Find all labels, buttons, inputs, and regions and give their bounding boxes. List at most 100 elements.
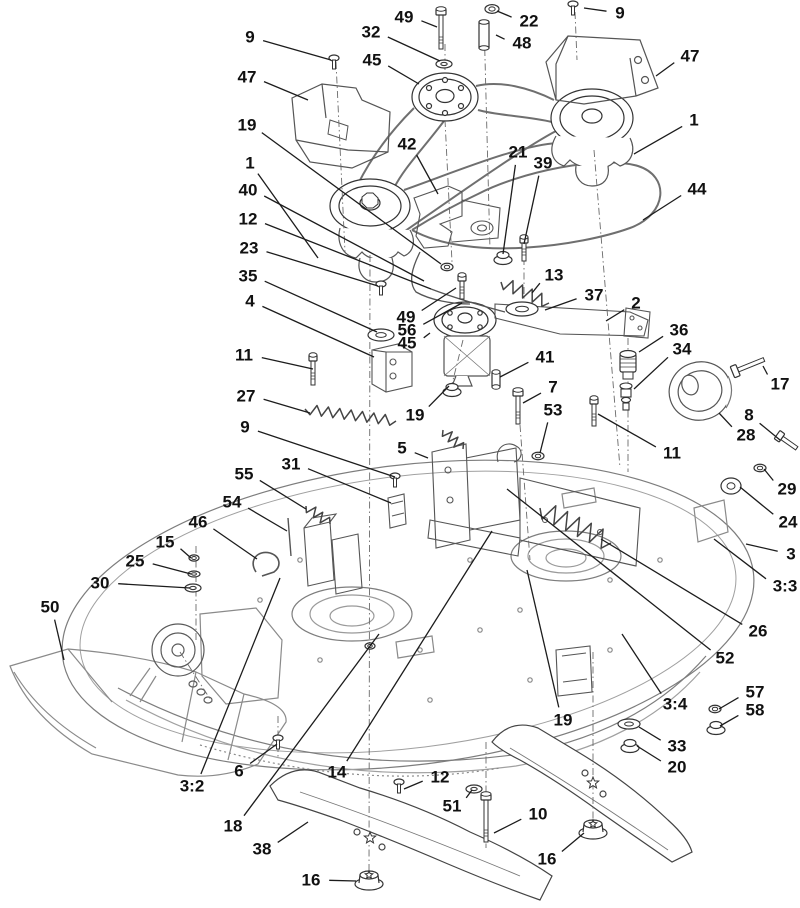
callout-label-3: 3 <box>786 545 795 564</box>
callout-label-41: 41 <box>536 348 555 367</box>
deck-bolt-holes <box>257 557 663 703</box>
callout-label-16: 16 <box>302 871 321 890</box>
brake-rod <box>410 251 506 313</box>
callout-leader-6 <box>249 743 278 765</box>
callout-label-30: 30 <box>91 574 110 593</box>
callout-label-2: 2 <box>631 294 640 313</box>
belt-guard-left <box>291 83 391 169</box>
bracket-4 <box>371 343 413 393</box>
callout-label-52: 52 <box>716 649 735 668</box>
callout-leader-31 <box>307 468 392 504</box>
callout-leader-13 <box>531 282 541 294</box>
callout-leader-30 <box>118 583 191 589</box>
callout-label-34: 34 <box>673 340 692 359</box>
callout-label-18: 18 <box>224 817 243 836</box>
callout-label-8: 8 <box>744 406 753 425</box>
callout-leader-16 <box>561 832 585 852</box>
callout-leader-49 <box>421 287 457 312</box>
callout-leader-41 <box>499 361 529 378</box>
discharge-chute <box>9 648 287 777</box>
callout-leader-29 <box>763 468 774 481</box>
callout-label-32: 32 <box>362 23 381 42</box>
callout-leader-3:3 <box>713 538 767 580</box>
callout-leader-2 <box>605 309 625 322</box>
callout-label-15: 15 <box>156 533 175 552</box>
callout-label-7: 7 <box>548 378 557 397</box>
callout-label-51: 51 <box>443 797 462 816</box>
callout-leader-28 <box>718 412 733 428</box>
callout-leader-16 <box>329 879 357 882</box>
callout-leader-42 <box>416 154 439 195</box>
callout-label-55: 55 <box>235 465 254 484</box>
callout-leader-11 <box>597 413 657 448</box>
callout-leader-35 <box>264 280 378 333</box>
callout-label-46: 46 <box>189 513 208 532</box>
pulley-top-center <box>411 72 479 122</box>
callout-label-17: 17 <box>771 375 790 394</box>
callout-label-36: 36 <box>670 321 689 340</box>
callout-leader-3:2 <box>200 577 281 775</box>
callout-leader-19 <box>526 569 560 708</box>
drive-belt <box>357 83 662 250</box>
callout-label-19: 19 <box>238 116 257 135</box>
callout-label-3:4: 3:4 <box>663 695 688 714</box>
callout-label-12: 12 <box>239 210 258 229</box>
callout-leader-17 <box>762 365 769 375</box>
left-wheel-assembly <box>129 607 283 705</box>
callout-label-19: 19 <box>554 711 573 730</box>
callout-leader-12 <box>264 222 432 290</box>
callout-leader-12 <box>403 780 423 790</box>
callout-leader-36 <box>638 335 664 353</box>
callout-label-21: 21 <box>509 143 528 162</box>
callout-leader-4 <box>262 305 375 358</box>
bracket-31 <box>387 493 407 529</box>
callout-leader-23 <box>266 251 379 287</box>
callout-leader-45 <box>423 332 431 339</box>
callout-label-35: 35 <box>239 267 258 286</box>
callout-leader-46 <box>213 528 258 560</box>
callout-label-9: 9 <box>245 28 254 47</box>
callout-leader-3 <box>745 543 778 552</box>
callout-leader-9 <box>262 39 332 61</box>
callout-label-19: 19 <box>406 406 425 425</box>
callout-label-9: 9 <box>615 4 624 23</box>
callout-label-26: 26 <box>749 622 768 641</box>
callout-label-58: 58 <box>746 701 765 720</box>
hardware-parts <box>184 0 799 891</box>
callout-label-6: 6 <box>234 762 243 781</box>
callout-leader-25 <box>152 563 192 575</box>
callout-leader-14 <box>346 530 493 762</box>
callout-leader-33 <box>638 726 662 741</box>
callout-leader-57 <box>718 697 739 710</box>
callout-label-1: 1 <box>689 111 698 130</box>
callout-leader-39 <box>523 175 540 245</box>
mounting-plate <box>413 185 501 249</box>
callout-leader-21 <box>502 164 517 255</box>
callout-label-13: 13 <box>545 266 564 285</box>
callout-leader-56 <box>422 302 463 325</box>
callout-label-40: 40 <box>239 181 258 200</box>
callout-label-50: 50 <box>41 598 60 617</box>
callout-label-3:3: 3:3 <box>773 577 798 596</box>
callout-label-53: 53 <box>544 401 563 420</box>
callout-leader-54 <box>247 507 288 532</box>
callout-leader-50 <box>53 619 65 661</box>
callout-label-56: 56 <box>398 321 417 340</box>
mower-blade-left <box>269 769 553 901</box>
center-spindle-assembly <box>433 301 497 387</box>
callout-leader-55 <box>259 479 307 510</box>
deck-spindle-rings-left <box>291 586 413 642</box>
callout-leader-15 <box>180 548 192 559</box>
callout-leader-45 <box>387 65 420 85</box>
springs <box>304 279 612 549</box>
idler-arm <box>494 303 651 339</box>
callout-label-3:2: 3:2 <box>180 777 205 796</box>
callout-label-27: 27 <box>237 387 256 406</box>
callout-leader-37 <box>544 298 577 311</box>
mower-blade-right <box>491 724 693 863</box>
callout-leader-9 <box>583 7 607 12</box>
callout-leader-24 <box>739 486 774 515</box>
callout-label-38: 38 <box>253 840 272 859</box>
callout-leader-22 <box>496 10 512 18</box>
